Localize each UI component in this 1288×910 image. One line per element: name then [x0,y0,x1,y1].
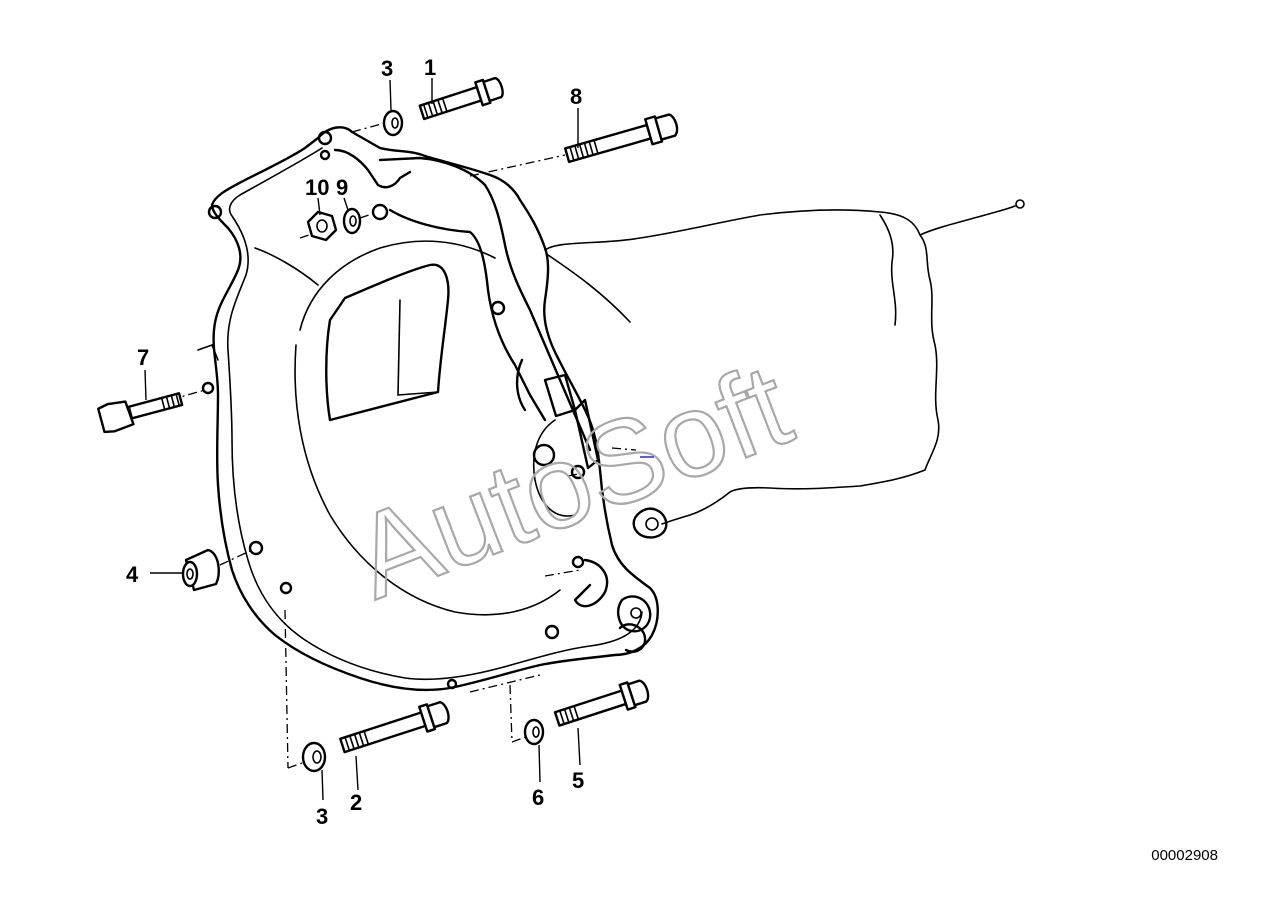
callout-9: 9 [336,175,348,200]
callout-3-top: 3 [381,56,393,81]
callout-2: 2 [350,790,362,815]
bolt-7 [97,392,184,434]
catalog-number: 00002908 [1151,847,1218,864]
washer-3-top [382,109,404,137]
callout-1: 1 [424,55,436,80]
callout-7: 7 [137,345,149,370]
bolt-2 [339,701,450,754]
bolt-5 [553,679,650,727]
callout-5: 5 [572,768,584,793]
callout-4: 4 [126,562,139,587]
washer-9 [342,207,362,235]
bolt-1 [418,76,504,121]
callout-3-bottom: 3 [316,804,328,829]
washer-6 [523,718,545,746]
callout-8: 8 [570,84,582,109]
washer-3-bottom [301,741,327,773]
callouts: 1 3 8 10 9 7 4 3 2 6 5 [126,55,584,829]
leader-lines [144,78,581,801]
bell-housing [197,126,659,692]
callout-10: 10 [305,175,329,200]
bolt-8 [564,113,679,164]
watermark-logo: AutoSoft [336,338,808,626]
sleeve-4 [181,548,220,592]
callout-6: 6 [532,785,544,810]
watermark-text: AutoSoft [337,339,807,624]
nut-10 [306,210,338,242]
transmission-body [544,199,1025,539]
